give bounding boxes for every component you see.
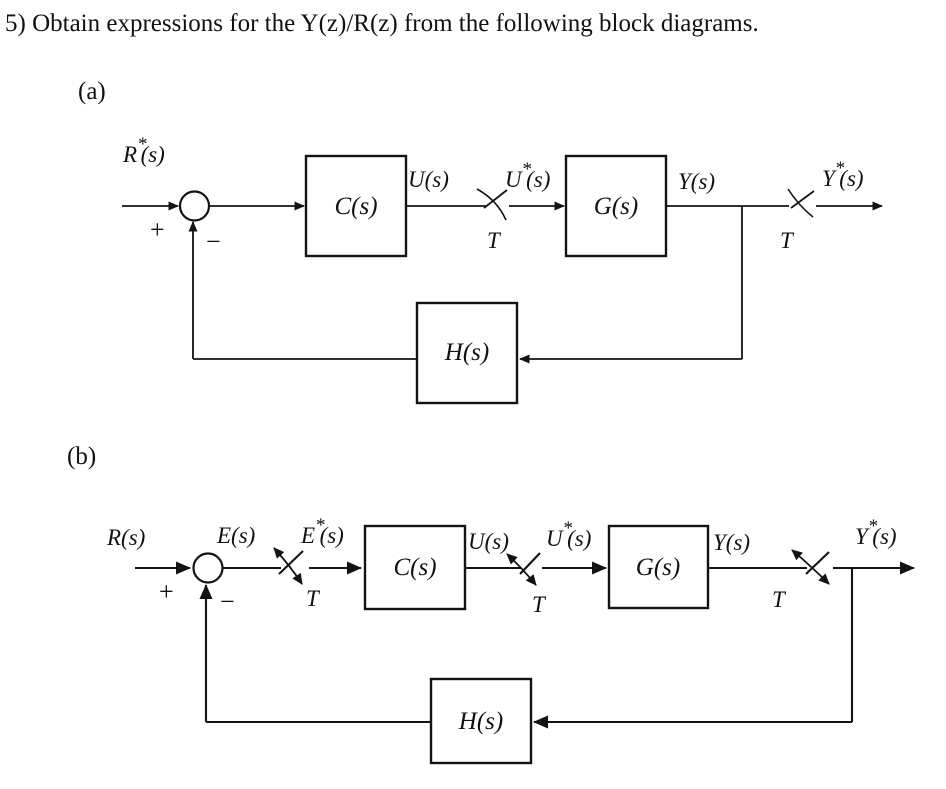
plus-sign-b: + bbox=[159, 577, 174, 606]
summing-junction-b bbox=[192, 552, 224, 584]
signal-label-r-star-a: R*(s) bbox=[122, 134, 165, 167]
plus-sign-a: + bbox=[150, 215, 165, 244]
sampler-t2-b bbox=[506, 552, 541, 586]
section-label-a: (a) bbox=[78, 78, 106, 105]
signal-label-u-star-a: U*(s) bbox=[505, 159, 550, 192]
block-c-a bbox=[304, 154, 408, 258]
signal-label-e-star-b: E*(s) bbox=[300, 515, 344, 548]
minus-sign-a: − bbox=[206, 227, 221, 256]
sampler-t3-label-b: T bbox=[772, 587, 787, 612]
sampler-arc-icon bbox=[787, 188, 814, 218]
signal-label-y-star-a: Y*(s) bbox=[822, 158, 864, 191]
block-c-label-a: C(s) bbox=[334, 193, 377, 220]
signal-label-u-a: U(s) bbox=[408, 167, 449, 192]
sampler-t2-label-b: T bbox=[532, 592, 547, 617]
sampler-t3-b bbox=[791, 549, 830, 585]
sampler-arm-icon bbox=[278, 550, 304, 575]
diagram-b: (b) R(s) + − E(s) T E*(s) C(s) U(s) bbox=[67, 443, 915, 765]
sampler-arc-icon bbox=[476, 188, 507, 221]
signal-label-u-star-b: U*(s) bbox=[546, 518, 591, 551]
sampler-arm-icon bbox=[483, 189, 508, 209]
block-g-a bbox=[564, 154, 668, 258]
signal-label-e-b: E(s) bbox=[216, 523, 255, 548]
block-h-label-a: H(s) bbox=[444, 339, 489, 366]
block-h-b bbox=[429, 677, 533, 765]
block-g-label-a: G(s) bbox=[594, 193, 638, 220]
sampler-t1-label-a: T bbox=[487, 228, 502, 253]
block-c-label-b: C(s) bbox=[393, 554, 436, 581]
summing-junction-a bbox=[178, 190, 211, 222]
block-h-label-b: H(s) bbox=[458, 708, 503, 735]
sampler-double-arrow-icon bbox=[506, 553, 537, 586]
sampler-arm-icon bbox=[805, 551, 830, 575]
sampler-double-arrow-icon bbox=[273, 547, 303, 585]
diagram-a: (a) R*(s) + − C(s) U(s) T U*(s) bbox=[78, 78, 883, 405]
sampler-t1-label-b: T bbox=[306, 586, 321, 611]
sampler-t2-label-a: T bbox=[780, 228, 795, 253]
sampler-double-arrow-icon bbox=[791, 549, 830, 585]
section-label-b: (b) bbox=[67, 443, 96, 470]
signal-label-u-b: U(s) bbox=[468, 529, 509, 554]
sampler-t2-a bbox=[787, 188, 815, 218]
sampler-t1-a bbox=[476, 188, 508, 221]
minus-sign-b: − bbox=[220, 587, 235, 616]
signal-label-y-star-b: Y*(s) bbox=[855, 516, 897, 549]
block-g-b bbox=[607, 524, 710, 610]
block-g-label-b: G(s) bbox=[636, 554, 680, 581]
block-h-a bbox=[415, 301, 519, 405]
signal-label-r-b: R(s) bbox=[106, 525, 145, 550]
problem-title: 5) Obtain expressions for the Y(z)/R(z) … bbox=[5, 10, 759, 37]
signal-label-y-a: Y(s) bbox=[678, 169, 715, 194]
signal-label-y-b: Y(s) bbox=[713, 530, 750, 555]
sampler-t1-b bbox=[273, 547, 304, 585]
sampler-arm-icon bbox=[790, 190, 815, 209]
